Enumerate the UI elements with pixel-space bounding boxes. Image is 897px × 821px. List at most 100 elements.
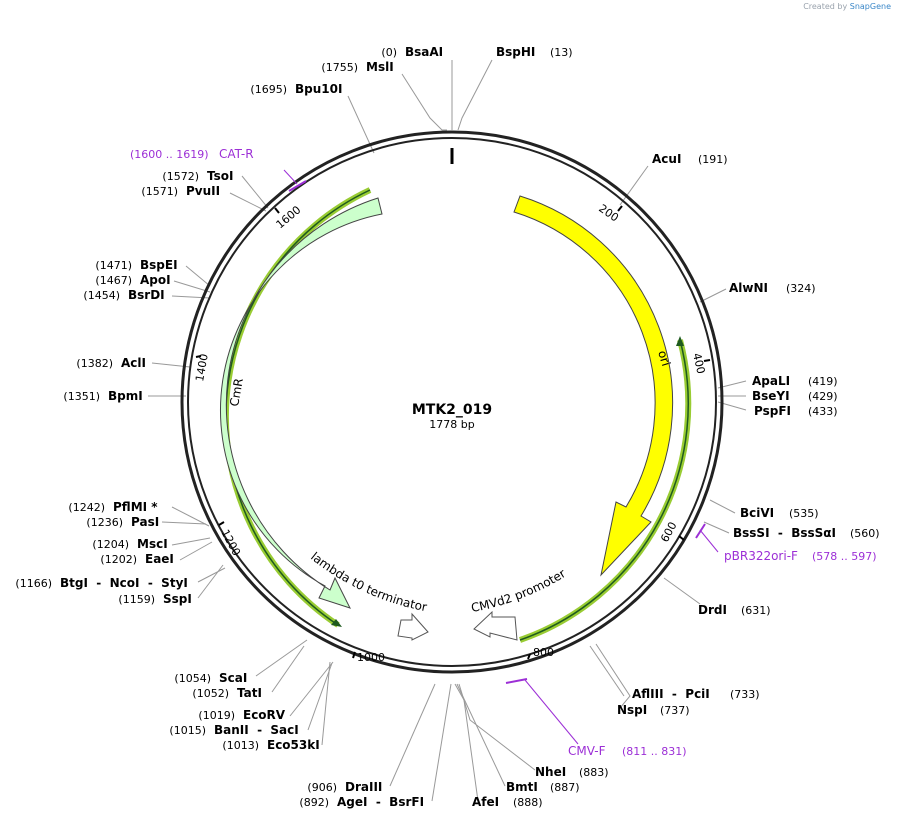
enzyme-position: (429) — [808, 390, 838, 403]
cmv-f-primer-leader — [524, 679, 579, 745]
cmr-highlight-arc — [222, 187, 372, 628]
backbone-outer-ring — [180, 130, 724, 674]
enzyme-name: PvuII — [186, 184, 220, 198]
tick-label: 400 — [690, 352, 707, 375]
credit-prefix: Created by — [803, 2, 848, 11]
enzyme-name: PflMI * — [113, 500, 158, 514]
enzyme-position: (1013) — [222, 739, 259, 752]
enzyme-position: (906) — [307, 781, 337, 794]
ori-label: ori — [655, 349, 673, 368]
enzyme-position: (733) — [730, 688, 760, 701]
enzyme-leader-lines — [148, 59, 747, 802]
enzyme-name: BsaAI — [405, 45, 443, 59]
enzyme-position: (13) — [550, 46, 573, 59]
enzyme-position: (883) — [579, 766, 609, 779]
lambda-t0-terminator-arrow — [397, 612, 429, 641]
snapgene-logo: SnapGene — [849, 2, 891, 11]
enzyme-position: (324) — [786, 282, 816, 295]
enzyme-name: DraIII — [345, 780, 382, 794]
enzyme-name: PspFI — [754, 404, 791, 418]
enzyme-position: (1695) — [250, 83, 287, 96]
enzyme-position: (1454) — [83, 289, 120, 302]
cat-r-primer-label: CAT-R — [219, 147, 254, 161]
enzyme-name: MslI — [366, 60, 394, 74]
enzyme-position: (1202) — [100, 553, 137, 566]
enzyme-position: (1242) — [68, 501, 105, 514]
enzyme-position: (1159) — [118, 593, 155, 606]
enzyme-name: DrdI — [698, 603, 727, 617]
backbone-inner-ring — [187, 137, 717, 667]
enzyme-position: (1019) — [198, 709, 235, 722]
ori-highlight-line — [519, 339, 690, 641]
enzyme-name: AfeI — [472, 795, 499, 809]
enzyme-position: (560) — [850, 527, 880, 540]
enzyme-position: (419) — [808, 375, 838, 388]
enzyme-name: BsrDI — [128, 288, 165, 302]
enzyme-position: (631) — [741, 604, 771, 617]
enzyme-name: TatI — [237, 686, 262, 700]
cat-r-primer-leader — [283, 169, 298, 185]
cmv-f-primer-bar — [505, 678, 528, 684]
enzyme-name: BseYI — [752, 389, 790, 403]
ori-highlight-arrowhead — [676, 336, 684, 346]
enzyme-name: SspI — [163, 592, 192, 606]
enzyme-position: (1236) — [86, 516, 123, 529]
enzyme-position: (888) — [513, 796, 543, 809]
enzyme-name: TsoI — [207, 169, 233, 183]
tick-marks — [195, 205, 711, 660]
enzyme-position: (737) — [660, 704, 690, 717]
enzyme-position: (1467) — [95, 274, 132, 287]
cmr-highlight-line — [225, 189, 371, 626]
pbr322ori-f-primer-label: pBR322ori-F — [724, 549, 798, 563]
enzyme-name: BspEI — [140, 258, 178, 272]
cat-r-primer-range: (1600 .. 1619) — [130, 148, 209, 161]
enzyme-labels: (0) BsaAI BspHI (13) (1755) MslI (1695) … — [15, 45, 879, 809]
enzyme-name: AgeI - BsrFI — [337, 795, 424, 809]
enzyme-position: (1204) — [92, 538, 129, 551]
cmvd2-promoter-arrow — [473, 610, 518, 641]
enzyme-name: AcuI — [652, 152, 681, 166]
enzyme-position: (1015) — [169, 724, 206, 737]
enzyme-name: NspI — [617, 703, 647, 717]
enzyme-name: Eco53kI — [267, 738, 320, 752]
cmr-label: CmR — [227, 377, 246, 407]
enzyme-position: (191) — [698, 153, 728, 166]
pbr322ori-f-primer-leader — [699, 529, 719, 553]
enzyme-name: AlwNI — [729, 281, 768, 295]
cmv-f-primer-range: (811 .. 831) — [622, 745, 687, 758]
enzyme-position: (1351) — [63, 390, 100, 403]
snapgene-credit: Created by SnapGene — [803, 2, 891, 11]
cmv-f-primer-label: CMV-F — [568, 744, 606, 758]
enzyme-name: ApoI — [140, 273, 171, 287]
enzyme-name: MscI — [137, 537, 168, 551]
lambda-t0-terminator-label: lambda t0 terminator — [308, 549, 428, 614]
enzyme-position: (892) — [299, 796, 329, 809]
enzyme-position: (1052) — [192, 687, 229, 700]
plasmid-name: MTK2_019 — [412, 402, 492, 418]
enzyme-position: (1166) — [15, 577, 52, 590]
enzyme-position: (433) — [808, 405, 838, 418]
enzyme-name: BtgI - NcoI - StyI — [60, 576, 188, 590]
enzyme-name: EcoRV — [243, 708, 286, 722]
cmr-feature-arrow — [220, 197, 383, 609]
cat-r-primer-bar — [288, 180, 307, 192]
enzyme-position: (1382) — [76, 357, 113, 370]
tick-label: 1600 — [274, 203, 304, 231]
enzyme-position: (535) — [789, 507, 819, 520]
enzyme-position: (887) — [550, 781, 580, 794]
enzyme-name: BssSI - BssSαI — [733, 526, 836, 540]
tick-label: 800 — [533, 646, 554, 659]
enzyme-name: PasI — [131, 515, 159, 529]
enzyme-name: BpmI — [108, 389, 143, 403]
tick-label: 1400 — [193, 353, 211, 383]
enzyme-position: (1471) — [95, 259, 132, 272]
enzyme-position: (1755) — [321, 61, 358, 74]
enzyme-position: (0) — [381, 46, 397, 59]
enzyme-name: BmtI — [506, 780, 538, 794]
enzyme-name: BciVI — [740, 506, 774, 520]
enzyme-name: AflIII - PciI — [632, 687, 710, 701]
enzyme-name: BspHI — [496, 45, 535, 59]
plasmid-size: 1778 bp — [429, 418, 474, 431]
cmr-highlight-arrowhead — [331, 619, 342, 627]
